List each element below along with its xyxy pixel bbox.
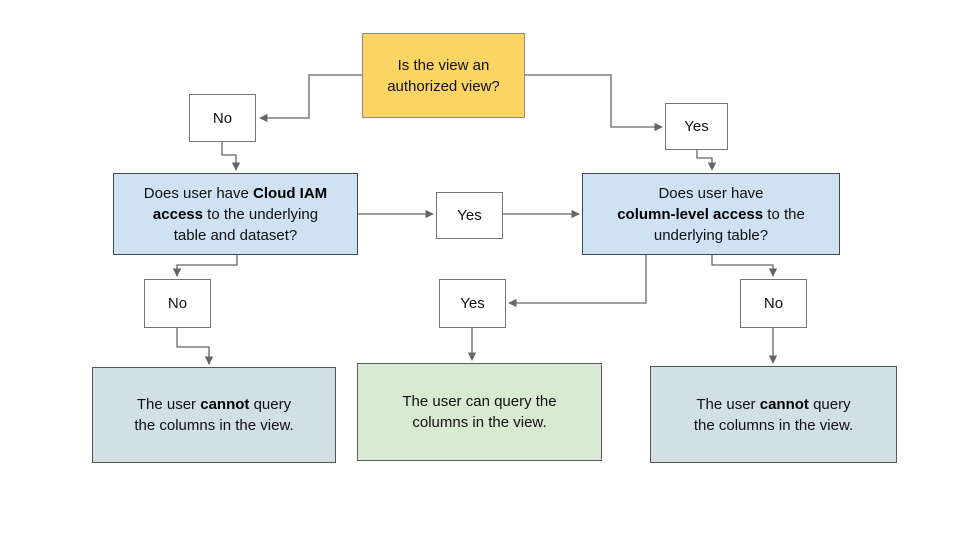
answer-yes-bottom-box: Yes (439, 279, 506, 328)
answer-yes-bottom-label: Yes (460, 295, 485, 312)
connector-root-to-no-top (259, 74, 362, 123)
text-segment-bold: column-level access (617, 205, 764, 223)
answer-no-left-label: No (167, 295, 188, 312)
answer-no-right-box: No (740, 279, 807, 328)
text-segment-bold: Cloud IAM access (152, 184, 328, 223)
outcome-cannot-query-right-box: The user cannot query the columns in the… (650, 366, 897, 463)
text-segment: to the underlying table? (653, 205, 805, 244)
decision-root-box: Is the view an authorized view? (362, 33, 525, 118)
outcome-can-query-box: The user can query the columns in the vi… (357, 363, 602, 461)
text-segment: Does user have (143, 184, 254, 202)
text-segment: to the underlying table and dataset? (173, 205, 319, 244)
text-segment: query the columns in the view. (693, 395, 854, 434)
text-segment: The user (136, 396, 201, 413)
answer-yes-mid-label: Yes (457, 207, 482, 224)
answer-no-right-label: No (763, 295, 784, 312)
outcome-can-query-text: The user can query the columns in the vi… (402, 393, 557, 431)
connector-yes-top-to-column-question (696, 150, 717, 171)
question-cloud-iam-box: Does user have Cloud IAM access to the u… (113, 173, 358, 255)
text-segment: The user (696, 395, 760, 413)
connector-no-top-to-iam-question (221, 142, 241, 171)
text-segment: query the columns in the view. (134, 396, 294, 434)
answer-no-top-label: No (212, 109, 233, 127)
connector-iam-question-to-no-left (172, 255, 238, 277)
text-segment-bold: cannot (200, 396, 250, 413)
outcome-cannot-query-left-box: The user cannot query the columns in the… (92, 367, 336, 463)
connector-no-left-to-outcome-left (176, 328, 214, 365)
answer-yes-top-label: Yes (684, 118, 709, 135)
outcome-cannot-query-left-text: The user cannot query the columns in the… (134, 394, 293, 436)
connector-column-question-to-yes-bottom (508, 255, 647, 308)
connector-column-question-to-no-right (711, 255, 778, 277)
connector-root-to-yes-top (525, 74, 663, 132)
answer-no-top-box: No (189, 94, 256, 142)
text-segment-bold: cannot (759, 395, 809, 413)
text-segment: Does user have (658, 184, 764, 202)
question-column-level-text: Does user have column-level access to th… (617, 183, 805, 246)
answer-no-left-box: No (144, 279, 211, 328)
decision-root-text: Is the view an authorized view? (387, 56, 500, 95)
question-cloud-iam-text: Does user have Cloud IAM access to the u… (144, 183, 327, 246)
outcome-cannot-query-right-text: The user cannot query the columns in the… (694, 394, 853, 436)
answer-yes-top-box: Yes (665, 103, 728, 150)
answer-yes-mid-box: Yes (436, 192, 503, 239)
question-column-level-box: Does user have column-level access to th… (582, 173, 840, 255)
